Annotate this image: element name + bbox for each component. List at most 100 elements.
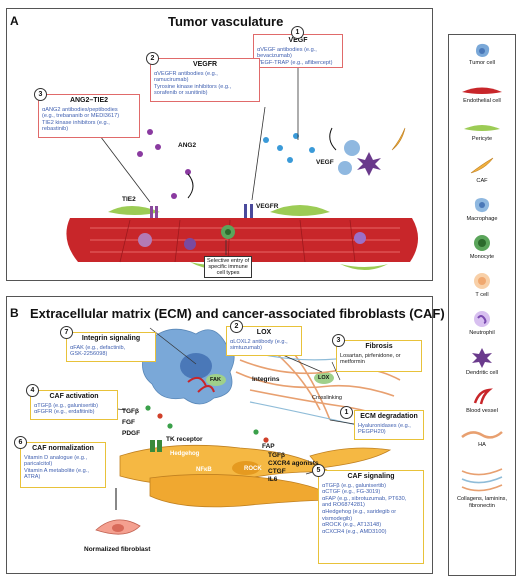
integrin-box-line: GSK-2256098)	[70, 351, 108, 358]
caf-signaling-box-line: αHedgehog (e.g., saridegib or	[322, 508, 397, 515]
legend-item: Endothelial cell	[449, 83, 515, 105]
lox-box-title: LOX	[256, 329, 272, 336]
ecm-degradation-box-title: ECM degradation	[360, 413, 418, 420]
legend-item: Monocyte	[449, 233, 515, 261]
caf-normalization-box-title: CAF normalization	[32, 445, 94, 452]
legend-label: CAF	[476, 178, 488, 184]
panel-b-letter: B	[10, 306, 19, 320]
legend-label: Blood vessel	[466, 408, 498, 414]
caf-normalization-box-line: Vitamin A metabolite (e.g.,	[24, 467, 89, 474]
caf	[391, 127, 406, 151]
hedgehog-label: Hedgehog	[170, 451, 200, 457]
legend-item: Tumor cell	[449, 41, 515, 67]
caf-signaling-box-line: αCXCR4 (e.g., AMD3100)	[322, 528, 387, 535]
agonist-line: IL6	[268, 476, 278, 483]
caf-activation-box-line: αTGFβ (e.g., galunisertib)	[34, 402, 98, 409]
neutrophil	[354, 232, 366, 244]
legend-item: Pericyte	[449, 121, 515, 143]
fap-label: FAP	[262, 443, 275, 450]
step-number: 3	[34, 88, 47, 101]
ang2-label: ANG2	[178, 142, 197, 149]
legend-label: Tumor cell	[469, 60, 495, 66]
legend-item: Neutrophil	[449, 309, 515, 337]
caf-signaling-box-line: αTGFβ (e.g., galunisertib)	[322, 482, 386, 489]
integrins-label: Integrins	[252, 376, 280, 383]
rock-label: ROCK	[244, 466, 262, 472]
vegfr-box-line: Tyrosine kinase inhibitors (e.g.,	[154, 83, 232, 90]
ang2-box-line: rebastinib)	[42, 126, 69, 133]
vegfr-box-line: αVEGFR antibodies (e.g.,	[154, 70, 218, 77]
tgfb-label: TGFβ	[122, 408, 139, 415]
vegf-box-line: VEGF-TRAP (e.g., aflibercept)	[257, 59, 333, 66]
vegf-box-line: bevacizumab)	[257, 53, 292, 60]
lox-box: LOX αLOXL2 antibody (e.g., simtuzumab)	[226, 326, 302, 356]
caf-activation-box: CAF activation αTGFβ (e.g., galunisertib…	[30, 390, 118, 420]
dendritic-cell	[184, 238, 196, 250]
vegfr-label: VEGFR	[256, 203, 279, 210]
ang2-tie2-box-title: ANG2–TIE2	[69, 97, 109, 104]
step-number: 1	[340, 406, 353, 419]
legend-item: T cell	[449, 271, 515, 299]
legend-label: Dendritic cell	[465, 370, 499, 376]
legend-label: Collagens, laminins, fibronectin	[456, 496, 508, 509]
step-number: 3	[332, 334, 345, 347]
ang2-tie2-box: ANG2–TIE2 αANG2 antibodies/peptibodies (…	[38, 94, 140, 138]
caf-normalization-box-line: Vitamin D analogue (e.g.,	[24, 454, 88, 461]
lox-label: LOX	[318, 375, 330, 381]
pericyte	[270, 205, 330, 216]
legend-item: CAF	[449, 155, 515, 185]
collagens-icon	[461, 468, 503, 492]
panel-a-title: Tumor vasculature	[168, 14, 284, 29]
caf-signaling-box-title: CAF signaling	[347, 473, 395, 480]
entry-line: Selective entry of	[207, 258, 250, 264]
dendritic-cell-icon	[472, 348, 492, 368]
fak-label: FAK	[210, 377, 221, 383]
ang2-box-line: TIE2 kinase inhibitors (e.g.,	[42, 119, 110, 126]
vegfr-box-line: ramucirumab)	[154, 77, 189, 84]
legend-label: Macrophage	[466, 216, 498, 222]
ang2-box-line: αANG2 antibodies/peptibodies	[42, 106, 118, 113]
integrin-box-title: Integrin signaling	[81, 335, 141, 342]
integrin-box-line: αFAK (e.g., defactinib,	[70, 344, 126, 351]
neutrophil-icon	[474, 311, 490, 327]
vegfr-box-line: sorafenib or sunitinib)	[154, 90, 208, 97]
vegfr-box: VEGFR αVEGFR antibodies (e.g., ramucirum…	[150, 58, 260, 102]
legend-item: Blood vessel	[449, 387, 515, 415]
caf-normalization-box-line: ATRA)	[24, 474, 41, 481]
caf-normalization-box: CAF normalization Vitamin D analogue (e.…	[20, 442, 106, 488]
pericyte-icon	[464, 125, 500, 131]
vegf-box-line: αVEGF antibodies (e.g.,	[257, 46, 317, 53]
monocyte-icon	[474, 235, 490, 251]
legend-item: Dendritic cell	[449, 347, 515, 377]
crosslinking-label: Crosslinking	[312, 395, 342, 401]
entry-line: specific immune	[208, 264, 248, 270]
macrophage	[138, 233, 152, 247]
step-number: 2	[146, 52, 159, 65]
agonists-label: TGFβ CXCR4 agonists CTGF IL6	[268, 452, 319, 484]
step-number: 7	[60, 326, 73, 339]
lox-box-line: αLOXL2 antibody (e.g.,	[230, 338, 288, 345]
ecm-degradation-box: ECM degradation Hyaluronidases (e.g., PE…	[354, 410, 424, 440]
macrophage-icon	[474, 198, 490, 213]
tk-receptor-label: TK receptor	[166, 436, 203, 443]
nfkb-label: NFκB	[196, 467, 212, 473]
step-number: 6	[14, 436, 27, 449]
selective-entry-label: Selective entry of specific immune cell …	[204, 256, 253, 278]
vegfr-box-title: VEGFR	[192, 61, 218, 68]
caf-signaling-box-line: αCTGF (e.g., FG-3019)	[322, 489, 381, 496]
caf-signaling-box-line: αFAP (e.g., sibrotuzumab, PT630,	[322, 495, 407, 502]
panel-b-title: Extracellular matrix (ECM) and cancer-as…	[30, 306, 445, 321]
agonist-line: CTGF	[268, 468, 286, 475]
t-cell-icon	[474, 273, 490, 289]
caf-activation-box-line: αFGFR (e.g., erdafitinib)	[34, 409, 95, 416]
endothelial-cell-icon	[462, 87, 502, 94]
caf-signaling-box: CAF signaling αTGFβ (e.g., galunisertib)…	[318, 470, 424, 564]
agonist-line: CXCR4 agonists	[268, 460, 319, 467]
caf-signaling-box-line: αROCK (e.g., AT13148)	[322, 522, 382, 529]
integrin-box: Integrin signaling αFAK (e.g., defactini…	[66, 332, 156, 362]
vegf-label: VEGF	[316, 159, 334, 166]
pdgf-label: PDGF	[122, 430, 141, 437]
ecm-degradation-box-line: PEGPH20)	[358, 429, 386, 436]
entry-line: cell types	[216, 270, 240, 276]
